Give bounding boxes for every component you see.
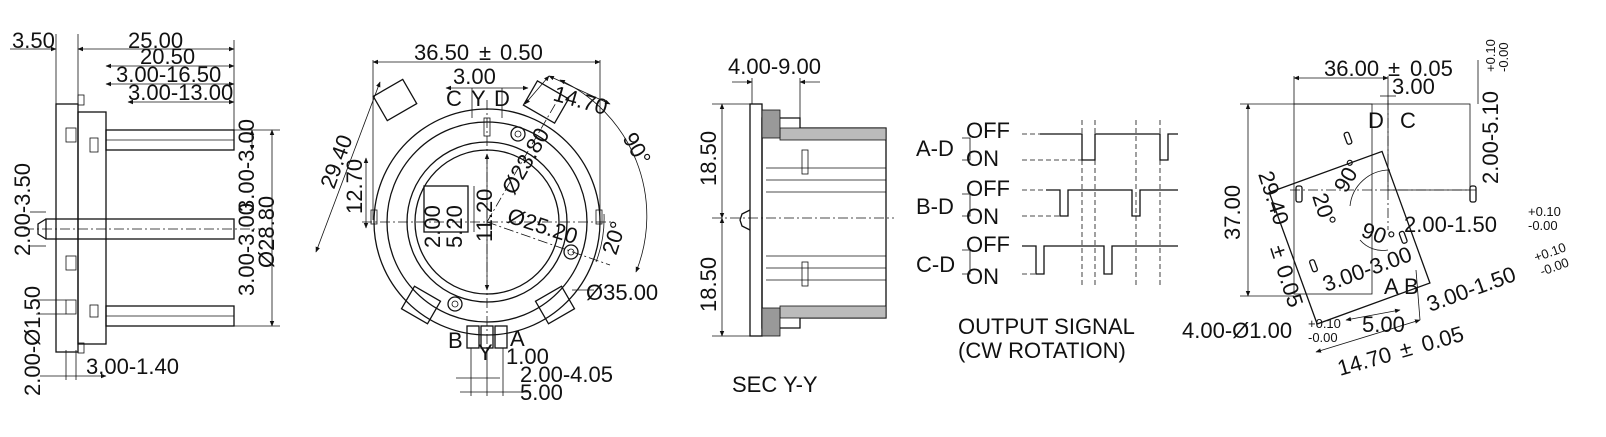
row-label-b-d: B-D bbox=[916, 194, 954, 219]
dim-plus-minus-2940: ± bbox=[1265, 242, 1293, 261]
row-off-b-d: OFF bbox=[966, 176, 1010, 201]
section-plate bbox=[749, 103, 763, 337]
row-on-a-d: ON bbox=[966, 146, 999, 171]
dim-11-20: 11.20 bbox=[472, 189, 497, 242]
dim-20-50: 20.50 bbox=[140, 44, 195, 69]
dim-2-00: 2.00 bbox=[420, 205, 445, 248]
dim-2-00-1-50: 2.00-1.50 bbox=[1404, 212, 1497, 237]
signal-b-d bbox=[1046, 189, 1178, 217]
dim-diameter-28-80: Ø28.80 bbox=[254, 196, 279, 268]
dim-plus-minus-pcb: ± bbox=[1388, 56, 1400, 81]
label-c-pcb: C bbox=[1400, 108, 1416, 133]
signal-a-d bbox=[1040, 133, 1178, 161]
label-a: A bbox=[510, 326, 525, 351]
dim-36-00: 36.00 bbox=[1324, 56, 1379, 81]
dim-3-00-3-00-bottom: 3.00-3.00 bbox=[234, 203, 259, 296]
dim-0-05-pcb: 0.05 bbox=[1410, 56, 1453, 81]
dim-2-00-4-05: 2.00-4.05 bbox=[520, 362, 613, 387]
tol-plus-1: +0.10 bbox=[1483, 39, 1498, 72]
dim-18-50-bottom: 18.50 bbox=[696, 257, 721, 312]
dim-diameter-23-80: Ø23.80 bbox=[497, 123, 555, 198]
dim-3-00-13-00: 3.00-13.00 bbox=[128, 80, 233, 105]
housing-body bbox=[77, 111, 107, 345]
dim-4-00-diameter-1-00: 4.00-Ø1.00 bbox=[1182, 318, 1292, 343]
dim-3-00: 3.00 bbox=[453, 64, 496, 89]
dim-36-50: 36.50 bbox=[414, 40, 469, 65]
dim-3-00-3-00-pcb: 3.00-3.00 bbox=[1319, 241, 1415, 296]
dim-25-00: 25.00 bbox=[128, 28, 183, 53]
signal-caption-1: OUTPUT SIGNAL bbox=[958, 314, 1135, 339]
label-y-bottom: Y bbox=[478, 340, 493, 365]
row-on-b-d: ON bbox=[966, 204, 999, 229]
mounting-plate bbox=[55, 103, 79, 353]
row-label-c-d: C-D bbox=[916, 252, 955, 277]
signal-caption-2: (CW ROTATION) bbox=[958, 338, 1126, 363]
window bbox=[423, 185, 469, 233]
dim-4-00-9-00: 4.00-9.00 bbox=[728, 54, 821, 79]
dim-29-40-pcb: 29.40 bbox=[1253, 168, 1294, 228]
dim-3-00-1-40: 3.00-1.40 bbox=[86, 354, 179, 379]
dim-2-00-5-10: 2.00-5.10 bbox=[1478, 91, 1503, 184]
row-off-a-d: OFF bbox=[966, 118, 1010, 143]
dim-0-05-2940: 0.05 bbox=[1271, 262, 1308, 310]
dim-5-20: 5.20 bbox=[442, 205, 467, 248]
tol-minus-4: -0.00 bbox=[1308, 330, 1338, 345]
tol-plus-2: +0.10 bbox=[1528, 204, 1561, 219]
dim-diameter-35-00: Ø35.00 bbox=[586, 280, 658, 305]
dim-12-70: 12.70 bbox=[342, 159, 367, 214]
tol-plus-4: +0.10 bbox=[1308, 316, 1341, 331]
dim-5-00-pcb: 5.00 bbox=[1362, 312, 1405, 337]
dim-plus-minus-1470: ± bbox=[1396, 335, 1415, 362]
front-view: 36.50 ± 0.50 3.00 C Y D 14.70 90° 29.40 … bbox=[315, 40, 658, 405]
label-b: B bbox=[448, 328, 463, 353]
side-view: 3.50 25.00 20.50 3.00-16.50 3.00-13.00 3… bbox=[10, 28, 280, 396]
label-y: Y bbox=[471, 86, 486, 111]
label-b-pcb: B bbox=[1404, 274, 1419, 299]
label-a-pcb: A bbox=[1384, 274, 1399, 299]
row-on-c-d: ON bbox=[966, 264, 999, 289]
dim-0-05-1470: 0.05 bbox=[1418, 321, 1466, 357]
row-label-a-d: A-D bbox=[916, 136, 954, 161]
dim-3-50: 3.50 bbox=[12, 28, 55, 53]
dim-0-50: 0.50 bbox=[500, 40, 543, 65]
dim-20-deg-pcb: 20° bbox=[1307, 190, 1341, 229]
section-body bbox=[761, 117, 887, 329]
signal-c-d bbox=[1022, 245, 1178, 275]
dim-1-00: 1.00 bbox=[506, 344, 549, 369]
pcb-part-rotated bbox=[1268, 150, 1431, 325]
tol-minus-1: -0.00 bbox=[1496, 42, 1511, 72]
row-off-c-d: OFF bbox=[966, 232, 1010, 257]
dim-14-70-pcb: 14.70 bbox=[1334, 342, 1394, 381]
dim-3-00-16-50: 3.00-16.50 bbox=[116, 62, 221, 87]
dim-18-50-top: 18.50 bbox=[696, 131, 721, 186]
label-d-pcb: D bbox=[1368, 108, 1384, 133]
dim-2-00-diameter-1-50: 2.00-Ø1.50 bbox=[20, 286, 45, 396]
dim-3-00-1-50: 3.00-1.50 bbox=[1423, 261, 1519, 316]
dim-90-deg: 90° bbox=[618, 128, 656, 169]
dim-3-00-3-00-top: 3.00-3.00 bbox=[234, 119, 259, 212]
dim-plus-minus: ± bbox=[479, 40, 491, 65]
dim-2-00-3-50: 2.00-3.50 bbox=[10, 163, 35, 256]
section-caption: SEC Y-Y bbox=[732, 372, 818, 397]
label-d: D bbox=[494, 86, 510, 111]
dim-3-00-pcb: 3.00 bbox=[1392, 74, 1435, 99]
tol-minus-2: -0.00 bbox=[1528, 218, 1558, 233]
dim-diameter-25-20: Ø25.20 bbox=[504, 203, 580, 249]
dim-5-00: 5.00 bbox=[520, 380, 563, 405]
output-signal: A-D OFF ON B-D OFF ON C-D OFF ON OUTPUT … bbox=[916, 118, 1178, 363]
label-c: C bbox=[446, 86, 462, 111]
pcb-view: 36.00 ± 0.05 3.00 D C +0.10 -0.00 2.00-5… bbox=[1182, 39, 1571, 381]
dim-37-00: 37.00 bbox=[1220, 185, 1245, 240]
section-view: 4.00-9.00 18.50 18.50 SEC Y-Y bbox=[696, 54, 894, 397]
